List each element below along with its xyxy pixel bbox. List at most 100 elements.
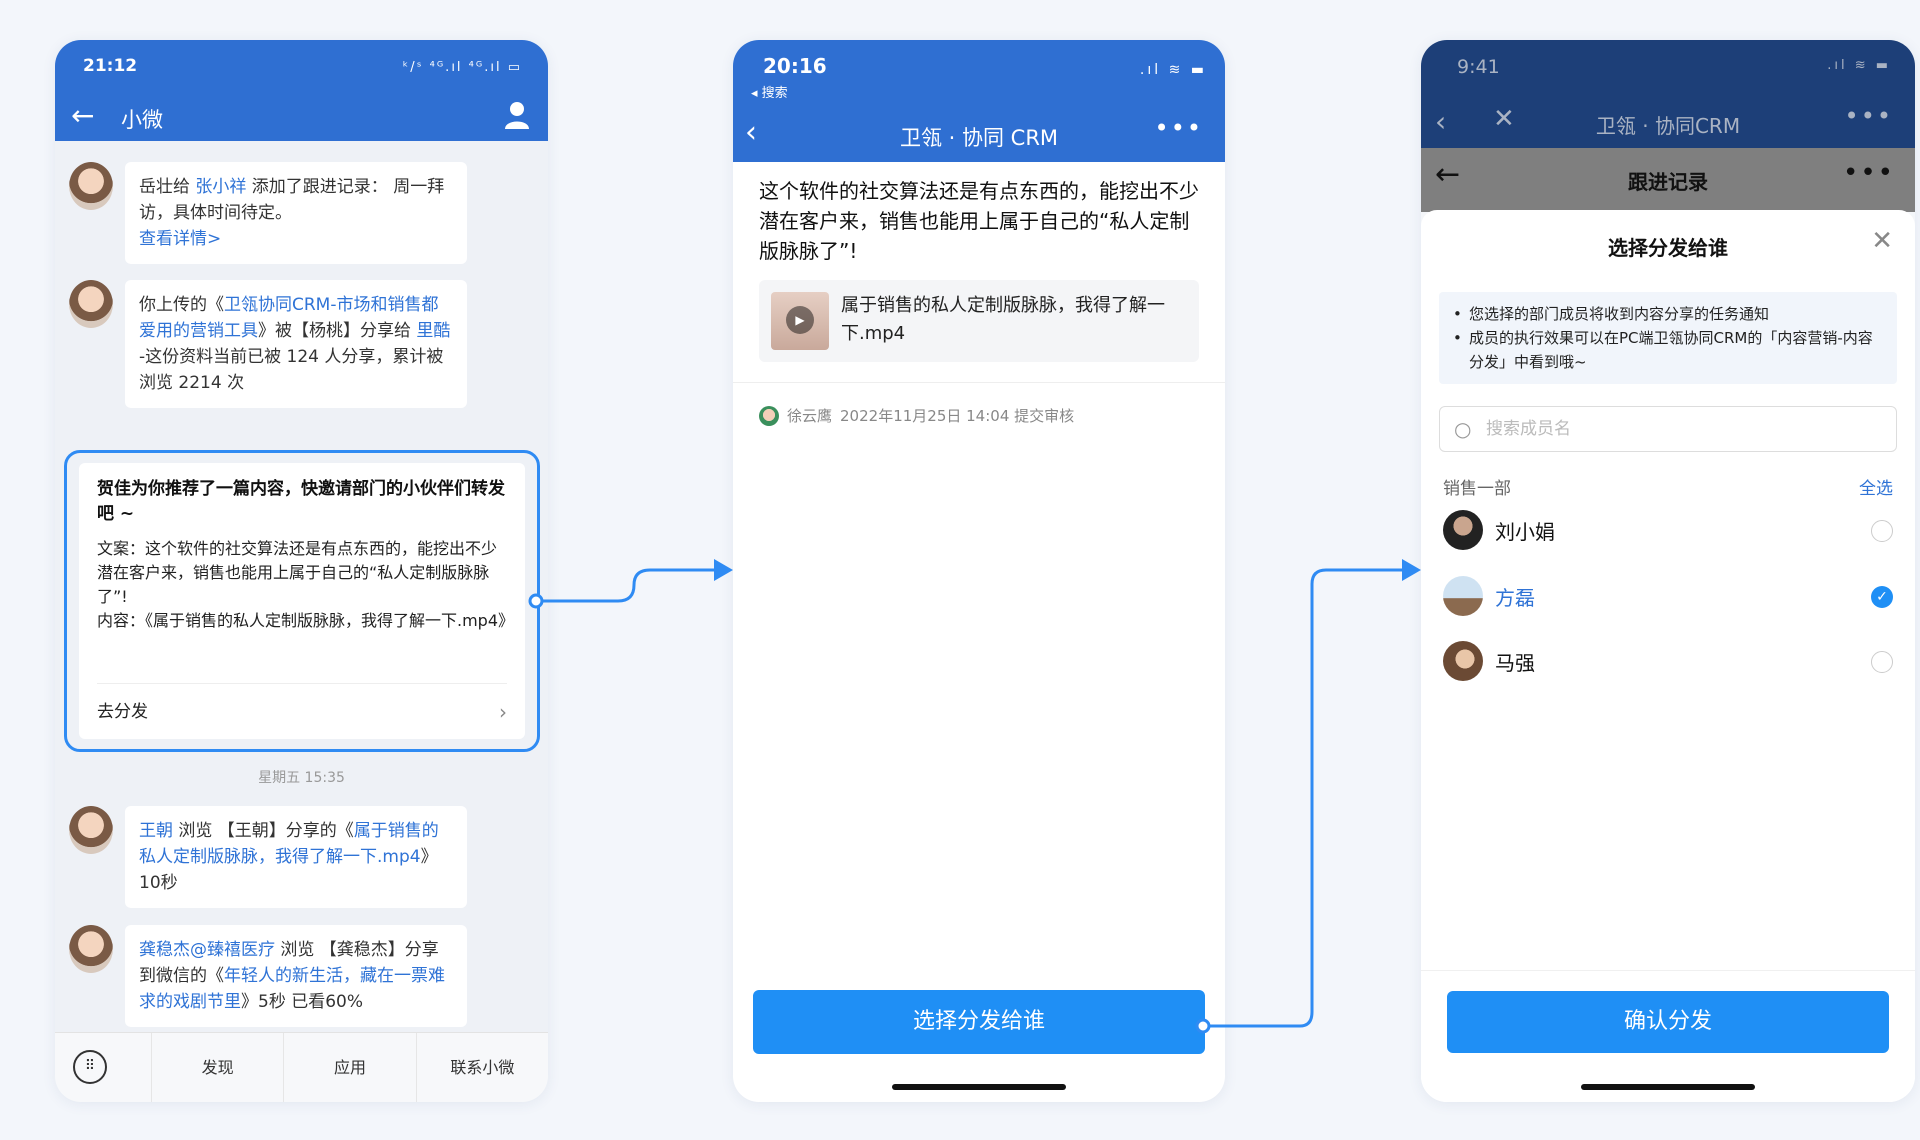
radio-unchecked-icon[interactable] <box>1871 520 1893 542</box>
person-icon[interactable] <box>504 100 530 130</box>
message-text: 你上传的《 <box>139 295 224 315</box>
message-text: 》5秒 已看60% <box>241 992 364 1012</box>
select-all-button[interactable]: 全选 <box>1859 479 1893 499</box>
member-name: 马强 <box>1495 651 1535 675</box>
video-attachment[interactable]: ▶ 属于销售的私人定制版脉脉，我得了解一下.mp4 <box>759 280 1199 362</box>
chevron-right-icon: › <box>499 700 507 724</box>
member-row[interactable]: 马强 <box>1443 635 1893 685</box>
checkmark-icon[interactable]: ✓ <box>1871 586 1893 608</box>
status-time: 21:12 <box>83 56 138 76</box>
keyboard-toggle[interactable]: ⠿ <box>55 1033 151 1102</box>
choose-recipients-button[interactable]: 选择分发给谁 <box>753 990 1205 1054</box>
back-arrow-icon[interactable]: ← <box>71 99 95 132</box>
tab-apps[interactable]: 应用 <box>283 1033 415 1102</box>
back-chevron-icon[interactable]: ‹ <box>1435 105 1447 138</box>
avatar <box>1443 576 1483 616</box>
app-title: 卫瓴 · 协同CRM <box>1595 114 1741 138</box>
status-icons: ᵏ/ˢ ⁴ᴳ.ıl ⁴ᴳ.ıl ▭ <box>402 60 522 75</box>
search-icon: ○ <box>1454 417 1472 441</box>
message-bubble: 你上传的《卫瓴协同CRM-市场和销售都爱用的营销工具》被【杨桃】分享给 里酷 -… <box>125 280 467 408</box>
author-name: 徐云鹰 <box>787 407 833 425</box>
status-time: 20:16 <box>763 54 827 78</box>
message-bubble: 王朝 浏览 【王朝】分享的《属于销售的私人定制版脉脉，我得了解一下.mp4》10… <box>125 806 467 908</box>
message-text: 岳壮给 <box>139 177 196 197</box>
recommend-card-highlight: 贺佳为你推荐了一篇内容，快邀请部门的小伙伴们转发吧 ~ 文案：这个软件的社交算法… <box>64 450 540 752</box>
message-text: 》10秒 <box>139 847 438 893</box>
notice-item: 您选择的部门成员将收到内容分享的任务通知 <box>1453 302 1883 326</box>
status-time: 9:41 <box>1457 56 1500 78</box>
home-indicator <box>892 1084 1066 1090</box>
app-header: 9:41 .ıl ≋ ▬ ‹ ✕ 卫瓴 · 协同CRM ••• <box>1421 40 1915 148</box>
flow-arrow-1 <box>528 559 733 609</box>
avatar <box>1443 641 1483 681</box>
go-distribute-label: 去分发 <box>97 702 148 722</box>
avatar <box>69 806 113 854</box>
attachment-name: 属于销售的私人定制版脉脉，我得了解一下.mp4 <box>841 295 1165 344</box>
confirm-bar: 确认分发 <box>1421 970 1915 1102</box>
avatar <box>759 405 779 426</box>
video-link[interactable]: 属于销售的私人定制版脉脉，我得了解一下.mp4 <box>139 821 439 867</box>
confirm-distribute-button[interactable]: 确认分发 <box>1447 991 1889 1053</box>
back-chevron-icon[interactable]: ‹ <box>745 115 757 150</box>
status-icons: .ıl ≋ ▬ <box>1139 62 1207 78</box>
message-bubble: 龚稳杰@臻禧医疗 浏览 【龚稳杰】分享到微信的《年轻人的新生活，藏在一票难求的戏… <box>125 925 467 1027</box>
tab-discover[interactable]: 发现 <box>151 1033 283 1102</box>
avatar <box>69 280 113 328</box>
detail-header: 20:16 ◂ 搜索 .ıl ≋ ▬ ‹ 卫瓴 · 协同 CRM ••• <box>733 40 1225 162</box>
status-icons: .ıl ≋ ▬ <box>1827 58 1891 73</box>
message-text: 》被【杨桃】分享给 <box>258 321 417 341</box>
recommend-content: 内容：《属于销售的私人定制版脉脉，我得了解一下.mp4》 <box>97 611 515 630</box>
recommend-card[interactable]: 贺佳为你推荐了一篇内容，快邀请部门的小伙伴们转发吧 ~ 文案：这个软件的社交算法… <box>79 463 525 739</box>
divider <box>733 382 1225 383</box>
home-indicator <box>1581 1084 1755 1090</box>
timestamp: 星期五 15:35 <box>258 770 345 786</box>
bottom-tabbar: ⠿ 发现 应用 联系小微 <box>55 1032 548 1102</box>
go-distribute-button[interactable]: 去分发 › <box>97 683 507 739</box>
back-arrow-icon[interactable]: ← <box>1435 157 1461 192</box>
avatar <box>1443 510 1483 550</box>
member-row[interactable]: 刘小娟 <box>1443 504 1893 554</box>
message-text: 添加了跟进记录： 周一拜访，具体时间待定。 <box>139 177 445 223</box>
detail-content: 这个软件的社交算法还是有点东西的，能挖出不少潜在客户来，销售也能用上属于自己的“… <box>733 176 1225 426</box>
member-row[interactable]: 方磊 ✓ <box>1443 570 1893 620</box>
video-thumbnail <box>771 292 829 350</box>
user-link[interactable]: 里酷 <box>416 321 451 341</box>
avatar <box>69 162 113 210</box>
recipient-sheet: 选择分发给谁 ✕ 您选择的部门成员将收到内容分享的任务通知 成员的执行效果可以在… <box>1421 210 1915 1102</box>
submission-meta: 徐云鹰 2022年11月25日 14:04 提交审核 <box>759 405 1199 426</box>
more-icon[interactable]: ••• <box>1844 102 1893 130</box>
user-link[interactable]: 张小祥 <box>195 177 247 197</box>
notice-box: 您选择的部门成员将收到内容分享的任务通知 成员的执行效果可以在PC端卫瓴协同CR… <box>1439 292 1897 384</box>
page-title: 跟进记录 <box>1628 170 1708 194</box>
keyboard-icon: ⠿ <box>73 1050 107 1084</box>
close-icon[interactable]: ✕ <box>1493 104 1515 134</box>
message-text: 浏览 【龚稳杰】分享到微信的《 <box>139 940 439 986</box>
chat-title: 小微 <box>121 108 163 132</box>
user-link[interactable]: 龚稳杰@臻禧医疗 <box>139 940 275 960</box>
more-icon[interactable]: ••• <box>1154 114 1203 142</box>
article-link[interactable]: 年轻人的新生活，藏在一票难求的戏剧节里 <box>139 966 445 1012</box>
avatar <box>69 925 113 973</box>
message-text: 浏览 【王朝】分享的《 <box>173 821 354 841</box>
post-text: 这个软件的社交算法还是有点东西的，能挖出不少潜在客户来，销售也能用上属于自己的“… <box>759 179 1199 263</box>
member-search-input[interactable]: ○ 搜索成员名 <box>1439 406 1897 452</box>
more-icon[interactable]: ••• <box>1842 158 1895 188</box>
user-link[interactable]: 王朝 <box>139 821 173 841</box>
member-name: 方磊 <box>1495 586 1535 610</box>
message-bubble: 岳壮给 张小祥 添加了跟进记录： 周一拜访，具体时间待定。 查看详情> <box>125 162 467 264</box>
phone-wecom-chat: 21:12 ᵏ/ˢ ⁴ᴳ.ıl ⁴ᴳ.ıl ▭ ← 小微 岳壮给 张小祥 添加了… <box>55 40 548 1102</box>
back-to-search-link[interactable]: ◂ 搜索 <box>751 86 788 101</box>
close-icon[interactable]: ✕ <box>1871 226 1893 256</box>
view-details-link[interactable]: 查看详情> <box>139 229 222 249</box>
document-link[interactable]: 卫瓴协同CRM-市场和销售都爱用的营销工具 <box>139 295 439 341</box>
notice-item: 成员的执行效果可以在PC端卫瓴协同CRM的「内容营销-内容分发」中看到哦~ <box>1453 326 1883 374</box>
phone-content-detail: 20:16 ◂ 搜索 .ıl ≋ ▬ ‹ 卫瓴 · 协同 CRM ••• 这个软… <box>733 40 1225 1102</box>
department-label: 销售一部 <box>1443 479 1511 499</box>
sheet-title: 选择分发给谁 <box>1608 236 1728 260</box>
tab-contact[interactable]: 联系小微 <box>415 1033 548 1102</box>
message-text: -这份资料当前已被 124 人分享，累计被浏览 2214 次 <box>139 347 444 393</box>
sub-header: ← 跟进记录 ••• <box>1421 148 1915 212</box>
radio-unchecked-icon[interactable] <box>1871 651 1893 673</box>
recommend-title: 贺佳为你推荐了一篇内容，快邀请部门的小伙伴们转发吧 ~ <box>97 479 505 524</box>
chat-header: 21:12 ᵏ/ˢ ⁴ᴳ.ıl ⁴ᴳ.ıl ▭ ← 小微 <box>55 40 548 141</box>
